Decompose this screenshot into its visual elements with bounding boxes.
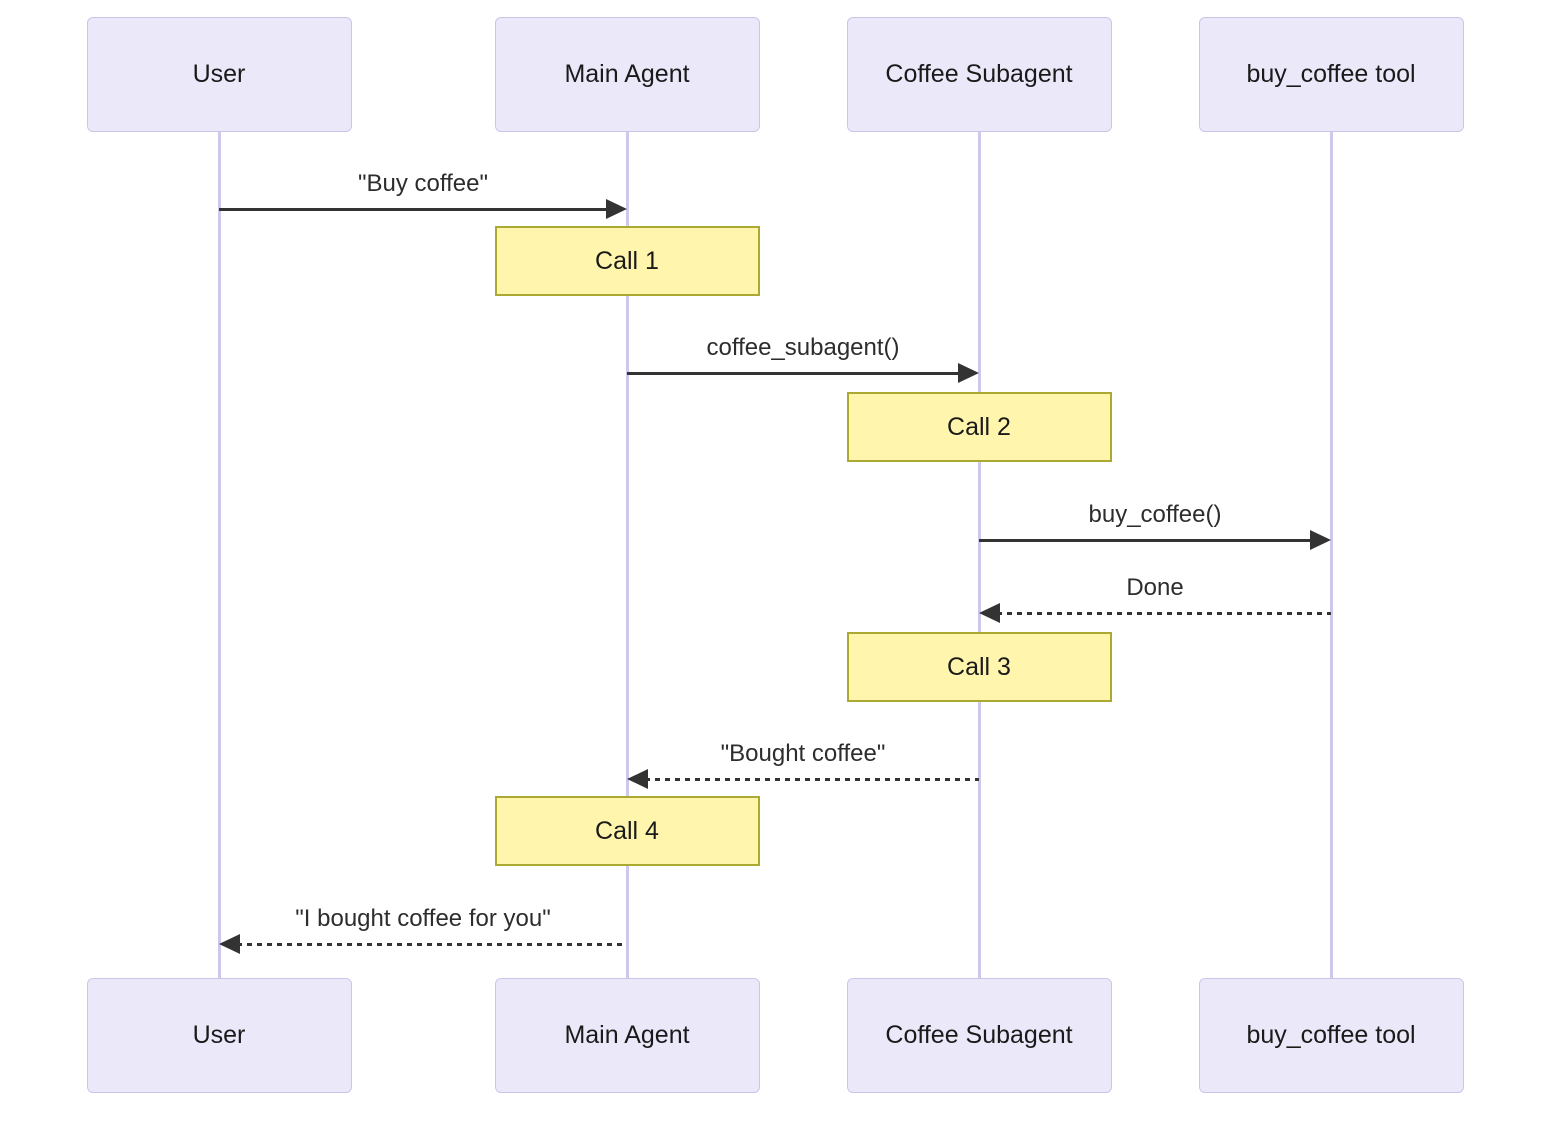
actor-label: User — [192, 1021, 246, 1049]
actor-bottom-coffee-subagent: Coffee Subagent — [846, 978, 1112, 1093]
actor-label: Main Agent — [564, 1021, 690, 1049]
actor-label: Main Agent — [564, 60, 690, 88]
lifeline-coffee-subagent — [977, 131, 981, 979]
actor-label: buy_coffee tool — [1246, 60, 1416, 88]
note-call-2: Call 2 — [846, 392, 1112, 462]
actor-bottom-buy-coffee-tool: buy_coffee tool — [1198, 978, 1464, 1093]
actor-bottom-user: User — [86, 978, 352, 1093]
message-label: buy_coffee() — [1088, 501, 1222, 528]
message-label: coffee_subagent() — [706, 334, 900, 361]
message-line-dashed — [645, 777, 979, 781]
actor-label: Coffee Subagent — [885, 1021, 1073, 1049]
actor-label: Coffee Subagent — [885, 60, 1073, 88]
message-line-solid — [979, 538, 1313, 542]
arrowhead-icon — [219, 934, 240, 954]
note-label: Call 3 — [947, 652, 1011, 681]
message-line-solid — [219, 207, 609, 211]
actor-bottom-main-agent: Main Agent — [494, 978, 760, 1093]
arrowhead-icon — [958, 363, 979, 383]
actor-label: User — [192, 60, 246, 88]
note-label: Call 1 — [595, 246, 659, 275]
actor-label: buy_coffee tool — [1246, 1021, 1416, 1049]
actor-top-user: User — [86, 17, 352, 132]
arrowhead-icon — [1310, 530, 1331, 550]
message-label: "Bought coffee" — [720, 740, 886, 767]
actor-top-main-agent: Main Agent — [494, 17, 760, 132]
actor-top-buy-coffee-tool: buy_coffee tool — [1198, 17, 1464, 132]
lifeline-buy-coffee-tool — [1329, 131, 1333, 979]
arrowhead-icon — [979, 603, 1000, 623]
message-line-dashed — [237, 942, 627, 946]
message-line-dashed — [997, 611, 1331, 615]
lifeline-user — [217, 131, 221, 979]
note-label: Call 2 — [947, 412, 1011, 441]
note-call-3: Call 3 — [846, 632, 1112, 702]
message-label: "I bought coffee for you" — [295, 905, 551, 932]
arrowhead-icon — [627, 769, 648, 789]
message-label: "Buy coffee" — [357, 170, 488, 197]
message-label: Done — [1126, 574, 1184, 601]
message-line-solid — [627, 371, 961, 375]
note-call-1: Call 1 — [494, 226, 760, 296]
arrowhead-icon — [606, 199, 627, 219]
note-label: Call 4 — [595, 816, 659, 845]
lifeline-main-agent — [625, 131, 629, 979]
actor-top-coffee-subagent: Coffee Subagent — [846, 17, 1112, 132]
note-call-4: Call 4 — [494, 796, 760, 866]
